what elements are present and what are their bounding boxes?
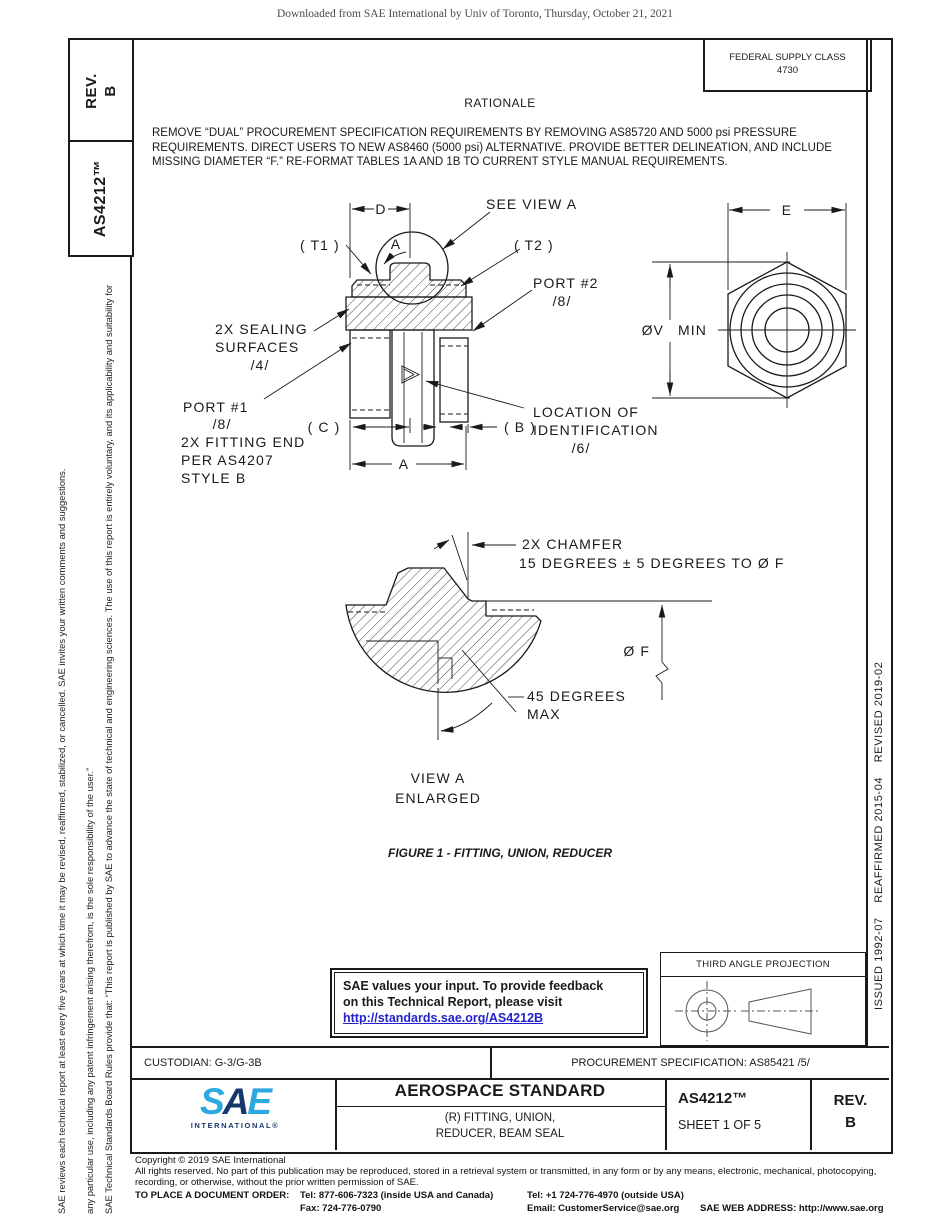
- custodian-divider: [490, 1046, 492, 1078]
- location-label-2: IDENTIFICATION: [533, 422, 659, 438]
- doc-type-underline: [335, 1106, 665, 1107]
- custodian-row-top-rule: [130, 1046, 889, 1048]
- number-cell-divider: [810, 1078, 812, 1150]
- figure-caption: FIGURE 1 - FITTING, UNION, REDUCER: [387, 846, 612, 860]
- dimension-e: [727, 203, 847, 290]
- rev-box: REV. B: [68, 38, 134, 144]
- feedback-link[interactable]: http://standards.sae.org/AS4212B: [343, 1011, 544, 1025]
- sheet-border: [130, 38, 893, 1154]
- doc-number-cell: AS4212™: [678, 1090, 748, 1107]
- disclaimer-text: SAE Technical Standards Board Rules prov…: [84, 284, 114, 1214]
- sealing-label-2: SURFACES: [215, 339, 299, 355]
- sae-logo-subtitle: INTERNATIONAL®: [190, 1121, 280, 1130]
- dim-b-label: ( B ): [504, 419, 536, 435]
- copyright-line: Copyright © 2019 SAE International: [135, 1155, 286, 1166]
- dimension-v-min: [652, 261, 790, 399]
- federal-supply-class-box: FEDERAL SUPPLY CLASS 4730: [703, 38, 872, 92]
- fitting-end-label-1: 2X FITTING END: [181, 434, 305, 450]
- review-note-text: SAE reviews each technical report at lea…: [56, 468, 67, 1214]
- doc-title-line1: (R) FITTING, UNION,: [444, 1112, 556, 1124]
- fax-number: Fax: 724-776-0790: [300, 1203, 382, 1214]
- rev-cell-label: REV.: [833, 1092, 868, 1109]
- fitting-end-label-3: STYLE B: [181, 470, 246, 486]
- rev-cell: REV. B: [810, 1090, 891, 1134]
- third-angle-projection-title: THIRD ANGLE PROJECTION: [661, 953, 865, 977]
- dim-d-label: D: [375, 201, 386, 217]
- sae-logo-e: E: [247, 1081, 272, 1122]
- angle-label-2: MAX: [527, 706, 561, 722]
- doc-title: (R) FITTING, UNION, REDUCER, BEAM SEAL: [335, 1110, 665, 1142]
- rev-cell-value: B: [845, 1114, 856, 1131]
- custodian-cell: CUSTODIAN: G-3/G-3B: [144, 1057, 262, 1069]
- location-label-1: LOCATION OF: [533, 404, 639, 420]
- logo-cell-divider: [335, 1078, 337, 1150]
- port2-label: PORT #2: [533, 275, 599, 291]
- dim-c-label: ( C ): [308, 419, 341, 435]
- sae-logo: SAE INTERNATIONAL®: [150, 1081, 320, 1130]
- tel-outside: Tel: +1 724-776-4970 (outside USA): [527, 1190, 684, 1201]
- fitting-end-label-2: PER AS4207: [181, 452, 274, 468]
- view-a-circle: [375, 231, 449, 305]
- procurement-cell: PROCUREMENT SPECIFICATION: AS85421 /5/: [571, 1057, 810, 1069]
- sealing-label-1: 2X SEALING: [215, 321, 308, 337]
- dimension-a: [352, 426, 467, 470]
- view-a-title-1: VIEW A: [411, 770, 466, 786]
- t2-label: ( T2 ): [514, 237, 554, 253]
- doc-title-line2: REDUCER, BEAM SEAL: [435, 1128, 565, 1140]
- port1-label: PORT #1: [183, 399, 249, 415]
- dia-v-label: ØV: [642, 322, 664, 338]
- doc-type: AEROSPACE STANDARD: [394, 1081, 606, 1100]
- tel-inside: Tel: 877-606-7323 (inside USA and Canada…: [300, 1190, 494, 1201]
- dia-v-min-label: MIN: [678, 322, 707, 338]
- dia-f-label: Ø F: [623, 643, 650, 659]
- web-address: SAE WEB ADDRESS: http://www.sae.org: [700, 1203, 884, 1214]
- rights-line1: All rights reserved. No part of this pub…: [135, 1166, 877, 1177]
- order-label: TO PLACE A DOCUMENT ORDER:: [135, 1190, 290, 1201]
- left-margin-disclaimer: SAE Technical Standards Board Rules prov…: [50, 276, 118, 1214]
- right-inner-rule: [866, 38, 868, 1046]
- download-watermark: Downloaded from SAE International by Uni…: [277, 8, 673, 20]
- view-a-enlarged: [345, 532, 712, 740]
- sheet-number: SHEET 1 OF 5: [678, 1118, 762, 1132]
- port1-note: /8/: [213, 416, 232, 432]
- email-address: Email: CustomerService@sae.org: [527, 1203, 680, 1214]
- chamfer-label-2: 15 DEGREES ± 5 DEGREES TO Ø F: [519, 555, 784, 571]
- title-row-top-rule: [130, 1078, 889, 1080]
- location-note: /6/: [572, 440, 591, 456]
- figure-1-drawing: SEE VIEW A D ( T1 ) A ( T2 ) PORT #2 /8/…: [181, 196, 856, 806]
- third-angle-projection-symbol: [675, 981, 821, 1041]
- rev-box-value: B: [102, 85, 119, 97]
- third-angle-projection-box: THIRD ANGLE PROJECTION: [660, 952, 866, 1046]
- feedback-line2: on this Technical Report, please visit: [343, 995, 563, 1009]
- rights-line2: recording, or otherwise, without the pri…: [135, 1177, 419, 1188]
- dim-a-label: A: [399, 456, 409, 472]
- sae-logo-a: A: [222, 1081, 250, 1122]
- dim-e-label: E: [782, 202, 792, 218]
- feedback-line1: SAE values your input. To provide feedba…: [343, 979, 604, 993]
- doc-number-box: AS4212™: [68, 140, 134, 257]
- see-view-a-label: SEE VIEW A: [486, 196, 577, 212]
- doc-number-vertical: AS4212™: [92, 159, 109, 238]
- fsc-label: FEDERAL SUPPLY CLASS: [729, 52, 846, 63]
- view-a-title-2: ENLARGED: [395, 790, 481, 806]
- chamfer-label-1: 2X CHAMFER: [522, 536, 623, 552]
- fsc-code: 4730: [776, 65, 799, 76]
- identification-mark: [401, 365, 421, 384]
- dimension-c-b: [349, 418, 497, 470]
- angle-label-1: 45 DEGREES: [527, 688, 626, 704]
- rationale-title: RATIONALE: [464, 96, 536, 110]
- hex-end-view: [718, 252, 856, 408]
- rev-box-label: REV.: [83, 73, 100, 109]
- sae-logo-s: S: [199, 1081, 225, 1122]
- feedback-box: SAE values your input. To provide feedba…: [330, 968, 648, 1038]
- sealing-note: /4/: [251, 357, 270, 373]
- t1-label: ( T1 ): [300, 237, 340, 253]
- detail-a-label: A: [391, 236, 401, 252]
- port2-note: /8/: [553, 293, 572, 309]
- title-cell-divider: [665, 1078, 667, 1150]
- dimension-d: [349, 203, 411, 278]
- rationale-body: REMOVE “DUAL” PROCUREMENT SPECIFICATION …: [152, 127, 832, 168]
- union-fitting-section-view: [345, 231, 473, 447]
